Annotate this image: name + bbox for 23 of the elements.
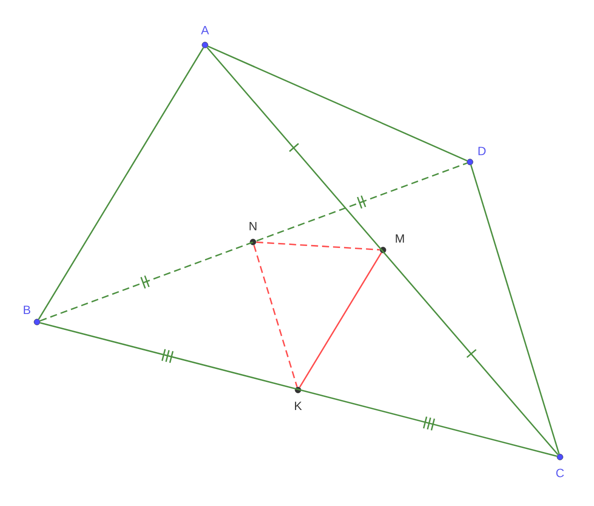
node-label: D: [478, 146, 486, 156]
point: B: [24, 306, 40, 326]
line-segment: [40, 162, 468, 322]
line-segment: [206, 46, 558, 456]
line-segment: [208, 46, 468, 162]
line-segment: [38, 47, 204, 320]
line-segment: [256, 242, 380, 250]
point: A: [201, 26, 209, 48]
line-segment: [470, 164, 560, 454]
node-label: N: [250, 222, 256, 230]
point: D: [466, 146, 486, 166]
line-segment: [253, 244, 298, 388]
point: M: [380, 234, 404, 254]
node-label: M: [396, 234, 404, 243]
point: K: [294, 386, 302, 410]
node-label: K: [294, 402, 302, 410]
point: N: [250, 222, 256, 246]
node-label: B: [24, 306, 30, 314]
line-segment: [299, 252, 382, 388]
point: C: [556, 454, 564, 478]
node-label: C: [556, 468, 564, 478]
line-segment: [40, 322, 558, 457]
node-label: A: [201, 26, 209, 34]
